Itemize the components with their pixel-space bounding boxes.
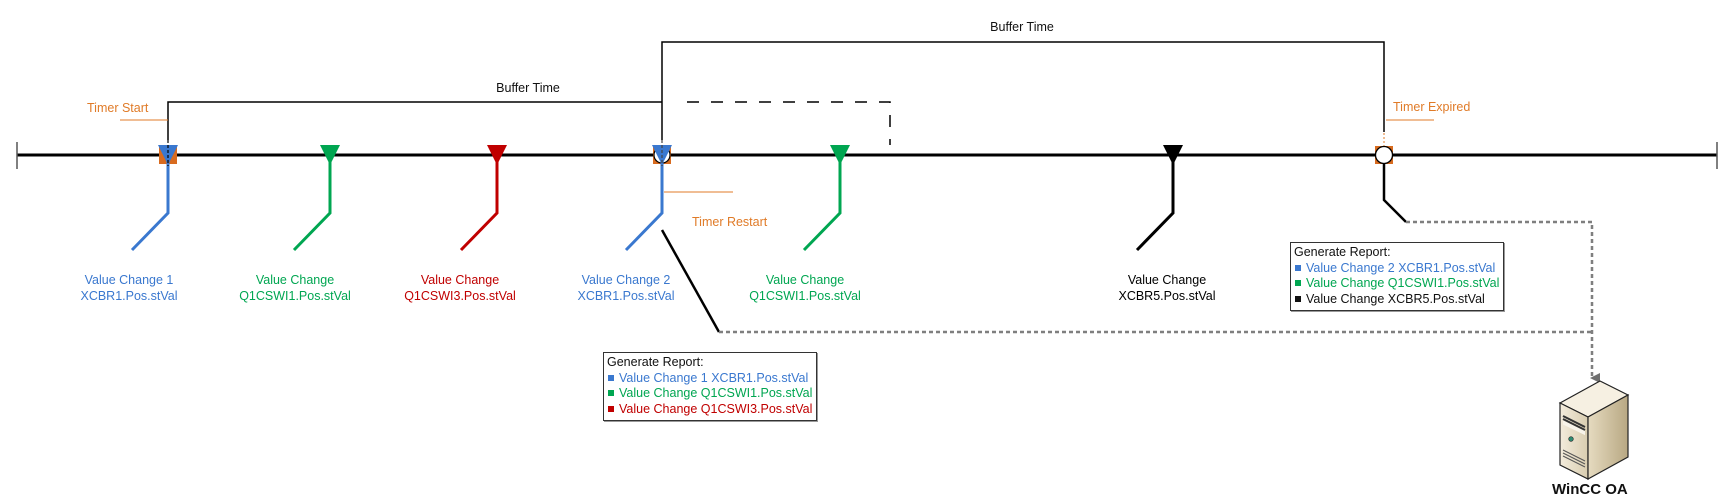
report-box-1: Generate Report: Value Change 1 XCBR1.Po…	[603, 352, 818, 421]
event-label-title: Value Change	[256, 273, 334, 287]
report-1-item-text: Value Change Q1CSWI3.Pos.stVal	[619, 401, 813, 416]
event-leader-line	[459, 160, 499, 252]
buffer-time-bracket-1: Buffer Time	[167, 81, 891, 145]
event-leader-line	[802, 160, 842, 252]
report-2-item: Value Change XCBR5.Pos.stVal	[1294, 292, 1499, 308]
buffer-time-cancelled-dashed	[687, 101, 891, 145]
event-marker: Value Change 2 XCBR1.Pos.stVal	[577, 145, 675, 303]
event-marker: Value Change 1 XCBR1.Pos.stVal	[80, 145, 178, 303]
report-2-item-text: Value Change XCBR5.Pos.stVal	[1306, 291, 1485, 306]
event-leader-line	[1135, 160, 1175, 252]
report-1-title: Generate Report:	[607, 355, 704, 369]
event-triangle-icon	[1163, 145, 1183, 165]
bullet-square-icon	[608, 405, 614, 412]
timer-expired-label: Timer Expired	[1393, 100, 1470, 114]
bullet-square-icon	[1295, 280, 1301, 287]
event-leader-line	[292, 160, 332, 252]
timer-restart-marker: Timer Restart	[653, 146, 768, 229]
event-label-title: Value Change 2	[582, 273, 671, 287]
buffer-time-bracket-2: Buffer Time	[661, 20, 1385, 140]
report-2-item-text: Value Change Q1CSWI1.Pos.stVal	[1306, 276, 1500, 290]
bullet-square-icon	[1295, 295, 1301, 302]
event-leader-line	[130, 160, 170, 252]
timeline-axis	[16, 142, 1718, 169]
event-triangle-icon	[830, 145, 850, 165]
report-1-item: Value Change 1 XCBR1.Pos.stVal	[607, 371, 812, 387]
report-2-title: Generate Report:	[1294, 245, 1391, 259]
event-label-signal: Q1CSWI1.Pos.stVal	[749, 289, 861, 303]
report-2-item: Value Change 2 XCBR1.Pos.stVal	[1294, 261, 1499, 277]
event-label-signal: Q1CSWI1.Pos.stVal	[239, 289, 351, 303]
report-1-connector	[660, 229, 721, 333]
event-label-signal: XCBR1.Pos.stVal	[577, 289, 674, 303]
event-label-title: Value Change	[421, 273, 499, 287]
report-1-item-text: Value Change 1 XCBR1.Pos.stVal	[619, 370, 809, 385]
event-triangle-icon	[320, 145, 340, 165]
server-label: WinCC OA	[1552, 481, 1628, 498]
report-1-item: Value Change Q1CSWI3.Pos.stVal	[607, 402, 812, 418]
report-1-item: Value Change Q1CSWI1.Pos.stVal	[607, 386, 812, 402]
report-2-to-server-dashed	[1406, 220, 1600, 383]
event-label-title: Value Change 1	[85, 273, 174, 287]
bullet-square-icon	[1295, 264, 1301, 271]
report-2-connector	[1382, 164, 1407, 223]
timer-start-label: Timer Start	[87, 101, 149, 115]
event-label-title: Value Change	[766, 273, 844, 287]
buffer-time-label-2: Buffer Time	[990, 20, 1054, 34]
event-label-signal: XCBR1.Pos.stVal	[80, 289, 177, 303]
event-leader-line	[624, 160, 664, 252]
event-label-title: Value Change	[1128, 273, 1206, 287]
bullet-square-icon	[608, 374, 614, 381]
report-2-item-text: Value Change 2 XCBR1.Pos.stVal	[1306, 260, 1496, 275]
buffer-time-label-1: Buffer Time	[496, 81, 560, 95]
timer-restart-label: Timer Restart	[692, 215, 768, 229]
bullet-square-icon	[608, 390, 614, 397]
report-2-item: Value Change Q1CSWI1.Pos.stVal	[1294, 276, 1499, 292]
timer-expired-marker: Timer Expired	[1374, 100, 1470, 165]
event-triangle-icon	[487, 145, 507, 165]
event-label-signal: XCBR5.Pos.stVal	[1118, 289, 1215, 303]
event-label-signal: Q1CSWI3.Pos.stVal	[404, 289, 516, 303]
report-1-item-text: Value Change Q1CSWI1.Pos.stVal	[619, 386, 813, 400]
server-tower-icon	[1558, 380, 1630, 481]
report-box-2: Generate Report: Value Change 2 XCBR1.Po…	[1290, 242, 1505, 311]
